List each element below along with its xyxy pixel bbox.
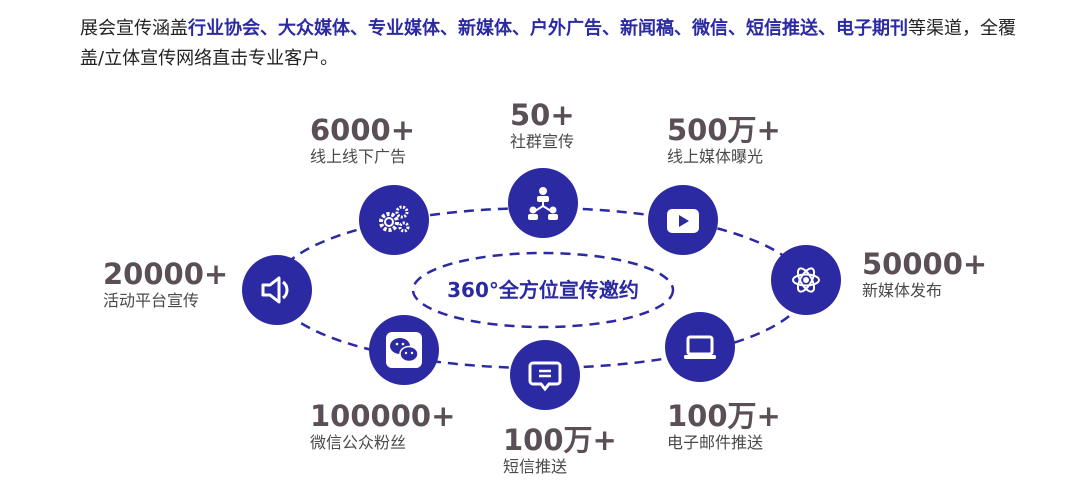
video-node bbox=[648, 185, 718, 255]
intro-suffix: 等渠道，全覆盖/立体宣传网络直击专业客户。 bbox=[80, 18, 1016, 69]
stat-number: 500万+ bbox=[667, 113, 781, 147]
gears-icon bbox=[379, 205, 410, 233]
stat-number: 20000+ bbox=[103, 257, 229, 291]
speaker-node bbox=[242, 255, 312, 325]
stat-events: 20000+活动平台宣传 bbox=[103, 258, 228, 312]
stat-label: 新媒体发布 bbox=[862, 281, 943, 300]
laptop-node bbox=[665, 312, 735, 382]
stat-label: 活动平台宣传 bbox=[103, 291, 200, 310]
atom-icon bbox=[792, 267, 820, 293]
stat-community: 50+社群宣传 bbox=[510, 99, 575, 153]
atom-node bbox=[771, 245, 841, 315]
intro-channels: 行业协会、大众媒体、专业媒体、新媒体、户外广告、新闻稿、微信、短信推送、电子期刊 bbox=[188, 18, 908, 39]
stat-label: 短信推送 bbox=[503, 457, 568, 476]
intro-prefix: 展会宣传涵盖 bbox=[80, 18, 188, 39]
message-icon bbox=[528, 361, 562, 392]
stat-label: 线上线下广告 bbox=[310, 147, 407, 166]
gears-node bbox=[359, 185, 429, 255]
stat-number: 50000+ bbox=[862, 247, 988, 281]
intro-paragraph: 展会宣传涵盖行业协会、大众媒体、专业媒体、新媒体、户外广告、新闻稿、微信、短信推… bbox=[80, 14, 1040, 74]
stat-label: 微信公众粉丝 bbox=[310, 433, 407, 452]
speaker-icon bbox=[261, 276, 289, 304]
people-network-icon bbox=[528, 187, 558, 220]
stat-wechat: 100000+微信公众粉丝 bbox=[310, 400, 455, 454]
people-node bbox=[508, 168, 578, 238]
stat-label: 电子邮件推送 bbox=[667, 433, 764, 452]
stat-ads: 6000+线上线下广告 bbox=[310, 114, 415, 168]
laptop-icon bbox=[684, 335, 716, 359]
video-play-icon bbox=[667, 209, 699, 233]
stat-number: 100万+ bbox=[667, 399, 781, 433]
sms-node bbox=[510, 340, 580, 410]
stat-email: 100万+电子邮件推送 bbox=[667, 400, 781, 454]
wechat-node bbox=[369, 315, 439, 385]
center-title: 360°全方位宣传邀约 bbox=[447, 278, 639, 302]
stat-number: 50+ bbox=[510, 98, 575, 132]
stat-sms: 100万+短信推送 bbox=[503, 424, 617, 478]
wechat-icon bbox=[386, 332, 422, 368]
inner-orbit bbox=[411, 251, 675, 329]
stat-number: 6000+ bbox=[310, 113, 416, 147]
stat-newmedia: 50000+新媒体发布 bbox=[862, 248, 987, 302]
stat-label: 社群宣传 bbox=[510, 132, 575, 151]
stat-label: 线上媒体曝光 bbox=[667, 147, 764, 166]
stat-number: 100000+ bbox=[310, 399, 456, 433]
stat-online: 500万+线上媒体曝光 bbox=[667, 114, 781, 168]
stat-number: 100万+ bbox=[503, 423, 617, 457]
